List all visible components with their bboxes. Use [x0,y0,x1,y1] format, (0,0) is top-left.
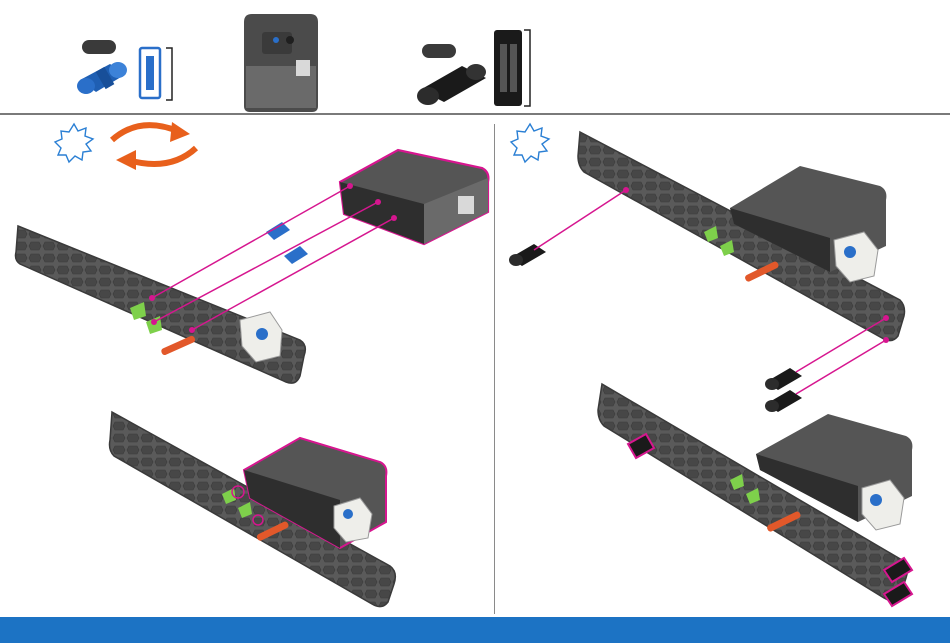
action-star-icon [511,124,549,162]
part-blue-connector-pin [77,40,172,100]
step-a-brain [340,150,488,244]
step-b-black-pins-pair [765,368,802,412]
action-star-icon [55,124,93,162]
quantity-pill [422,44,456,58]
blue-connector-pin-icon [77,62,127,94]
step-b-target-hole [623,187,629,193]
part-vex-iq-brain [244,14,318,112]
footer-label [0,624,12,636]
footer-band [0,617,950,643]
step-b-black-pin-single [509,244,546,266]
part-black-connector-pin [417,30,530,106]
rotate-arrows-icon [112,122,196,170]
quantity-pill [82,40,116,54]
blue-pin-side-view-icon [140,48,172,100]
black-pin-side-view-icon [494,30,530,106]
black-connector-pin-icon [417,64,486,105]
step-a-icons [55,122,196,170]
step-a-orange-shaft [160,335,196,356]
vex-iq-brain-icon [244,14,318,112]
step-b-guide-line-top [534,190,626,250]
